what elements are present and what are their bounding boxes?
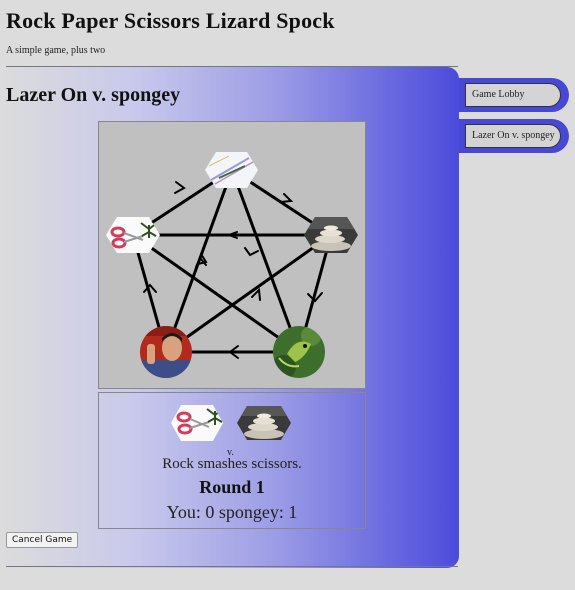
round-result: Rock smashes scissors.	[162, 456, 302, 472]
arrow-chevron	[174, 181, 186, 194]
node-scissors[interactable]	[104, 215, 162, 255]
arrow-chevron	[143, 283, 157, 293]
cancel-game-button[interactable]: Cancel Game	[6, 532, 79, 548]
arrow-chevron	[195, 256, 207, 268]
result-panel: v. Rock smashes scissors. Round 1 You: 0…	[98, 392, 366, 529]
arrow-chevron	[197, 253, 208, 265]
score-display: You: 0 spongey: 1	[166, 502, 298, 522]
line-scissors-lizard	[132, 233, 300, 354]
match-title: Lazer On v. spongey	[6, 84, 181, 106]
tab-game-lobby[interactable]: Game Lobby	[459, 78, 569, 112]
arrow-chevron	[228, 345, 239, 359]
tab-label: Game Lobby	[465, 83, 561, 107]
player-choice-scissors-icon	[171, 405, 223, 441]
opponent-choice-rock-icon	[237, 406, 291, 440]
result-choices: v.	[99, 403, 365, 458]
arrow-chevron	[307, 292, 323, 303]
tab-label: Lazer On v. spongey	[465, 124, 561, 148]
arrow-chevron	[226, 231, 238, 239]
top-divider	[6, 66, 458, 67]
move-diagram	[104, 150, 360, 379]
arrow-chevron	[280, 193, 294, 203]
node-spock[interactable]	[140, 326, 192, 378]
site-title: Rock Paper Scissors Lizard Spock	[6, 8, 335, 33]
line-paper-lizard	[230, 169, 301, 353]
versus-label: v.	[227, 447, 234, 458]
arrow-chevron	[244, 247, 259, 257]
bottom-divider	[6, 566, 458, 567]
round-number: Round 1	[199, 477, 265, 497]
move-board	[98, 121, 366, 389]
game-panel: Lazer On v. spongey	[0, 67, 459, 568]
tab-current-game[interactable]: Lazer On v. spongey	[459, 119, 569, 153]
node-rock[interactable]	[302, 215, 360, 255]
site-subtitle: A simple game, plus two	[6, 45, 106, 56]
board-lines	[131, 168, 333, 354]
arrow-chevron	[251, 287, 261, 301]
node-lizard[interactable]	[272, 326, 325, 379]
node-paper[interactable]	[203, 150, 261, 190]
board-arrows	[143, 181, 323, 359]
line-rock-spock	[165, 233, 332, 354]
